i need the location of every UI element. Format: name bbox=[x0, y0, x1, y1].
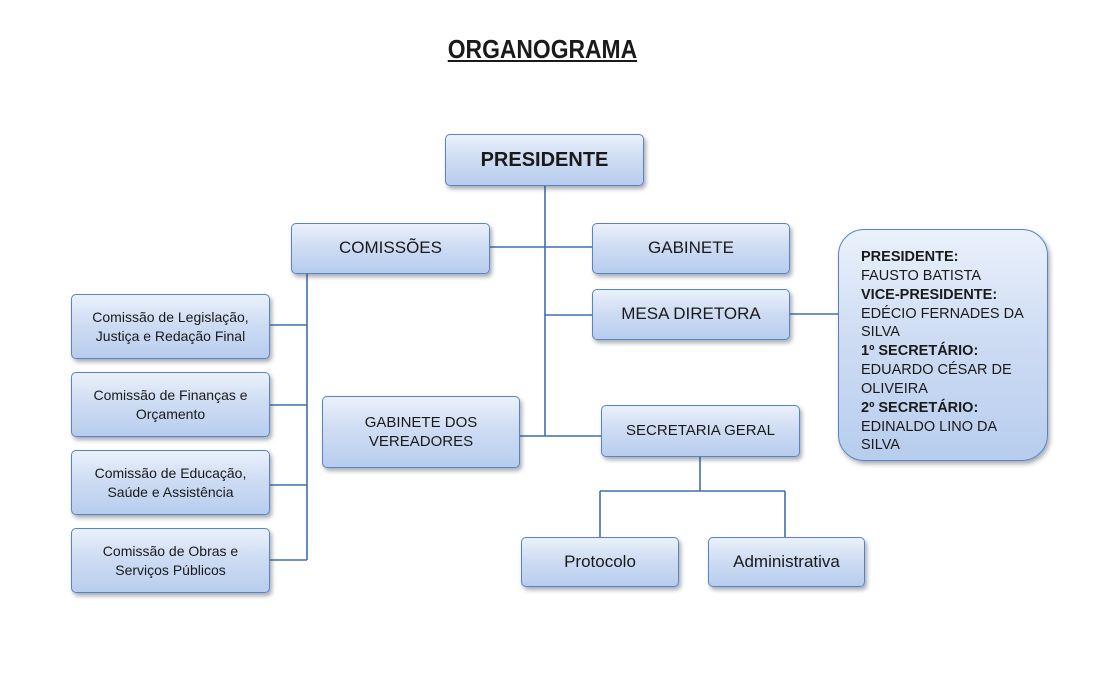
mesa-diretora-members-card: PRESIDENTE: FAUSTO BATISTA VICE-PRESIDEN… bbox=[838, 229, 1048, 461]
member-name: EDINALDO LINO DA SILVA bbox=[861, 418, 997, 454]
node-administrativa-label: Administrativa bbox=[733, 551, 840, 571]
commission-label: Comissão de Legislação, Justiça e Redaçã… bbox=[92, 309, 249, 344]
member-role: 2º SECRETÁRIO: bbox=[861, 399, 979, 416]
member-name: EDUARDO CÉSAR DE OLIVEIRA bbox=[861, 362, 1012, 397]
commission-label: Comissão de Finanças e Orçamento bbox=[93, 387, 248, 422]
member-role: VICE-PRESIDENTE: bbox=[861, 286, 998, 303]
node-secretaria-geral: SECRETARIA GERAL bbox=[601, 405, 800, 457]
node-commission-financas: Comissão de Finanças e Orçamento bbox=[71, 372, 270, 437]
node-protocolo-label: Protocolo bbox=[564, 551, 636, 571]
node-comissoes-label: COMISSÕES bbox=[339, 238, 442, 258]
node-comissoes: COMISSÕES bbox=[291, 223, 490, 274]
commission-label: Comissão de Educação, Saúde e Assistênci… bbox=[94, 465, 247, 500]
commission-label: Comissão de Obras e Serviços Públicos bbox=[102, 543, 239, 578]
node-administrativa: Administrativa bbox=[708, 537, 865, 587]
node-presidente-label: PRESIDENTE bbox=[480, 149, 609, 171]
member-role: 1º SECRETÁRIO: bbox=[861, 343, 979, 360]
node-gabinete-vereadores: GABINETE DOS VEREADORES bbox=[322, 396, 520, 468]
node-commission-obras: Comissão de Obras e Serviços Públicos bbox=[71, 528, 270, 593]
node-commission-educacao: Comissão de Educação, Saúde e Assistênci… bbox=[71, 450, 270, 515]
node-presidente: PRESIDENTE bbox=[445, 134, 644, 186]
member-role: PRESIDENTE: bbox=[861, 249, 959, 265]
node-secretaria-geral-label: SECRETARIA GERAL bbox=[626, 422, 775, 440]
member-name: FAUSTO BATISTA bbox=[861, 267, 982, 284]
node-mesa-diretora: MESA DIRETORA bbox=[592, 289, 790, 340]
page-title: ORGANOGRAMA bbox=[447, 34, 638, 64]
node-commission-legislacao: Comissão de Legislação, Justiça e Redaçã… bbox=[71, 294, 270, 359]
node-protocolo: Protocolo bbox=[521, 537, 679, 587]
node-gabinete: GABINETE bbox=[592, 223, 790, 274]
member-name: EDÉCIO FERNADES DA SILVA bbox=[861, 305, 1023, 341]
node-gabinete-vereadores-label: GABINETE DOS VEREADORES bbox=[364, 413, 478, 451]
node-mesa-diretora-label: MESA DIRETORA bbox=[621, 304, 761, 324]
node-gabinete-label: GABINETE bbox=[648, 238, 734, 258]
